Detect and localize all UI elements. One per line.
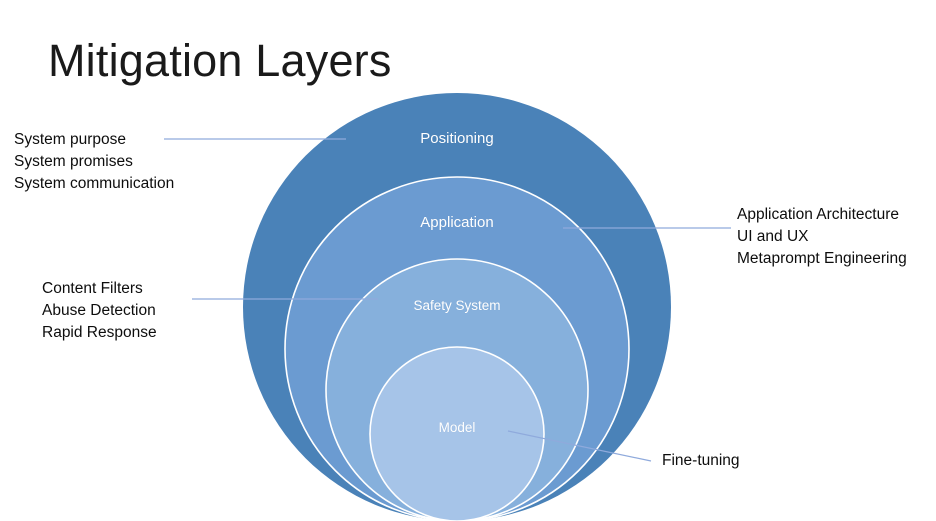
- connector-line-finetuning: [507, 430, 652, 462]
- annotation-line: System communication: [14, 175, 175, 193]
- layer-circle-model[interactable]: [369, 346, 545, 521]
- annotation-positioning: System purpose System promises System co…: [14, 129, 174, 195]
- layer-label-positioning: Positioning: [420, 130, 494, 147]
- annotation-line: Application Architecture: [737, 206, 899, 223]
- annotation-line: Rapid Response: [42, 324, 157, 342]
- annotation-line: Content Filters: [42, 280, 143, 297]
- layer-label-model: Model: [438, 420, 476, 435]
- annotation-line: System purpose: [14, 131, 126, 148]
- annotation-safety-system: Content Filters Abuse Detection Rapid Re…: [42, 278, 157, 344]
- layer-label-application: Application: [420, 214, 494, 231]
- annotation-line: System promises: [14, 153, 133, 171]
- annotation-finetuning: Fine-tuning: [662, 450, 740, 472]
- page-title: Mitigation Layers: [48, 35, 392, 86]
- annotation-line: Metaprompt Engineering: [737, 250, 907, 268]
- annotation-line: UI and UX: [737, 228, 809, 246]
- annotation-line: Abuse Detection: [42, 302, 156, 320]
- annotation-line: Fine-tuning: [662, 452, 740, 469]
- annotation-application: Application Architecture UI and UX Metap…: [737, 204, 907, 270]
- layer-label-safety-system: Safety System: [413, 298, 501, 313]
